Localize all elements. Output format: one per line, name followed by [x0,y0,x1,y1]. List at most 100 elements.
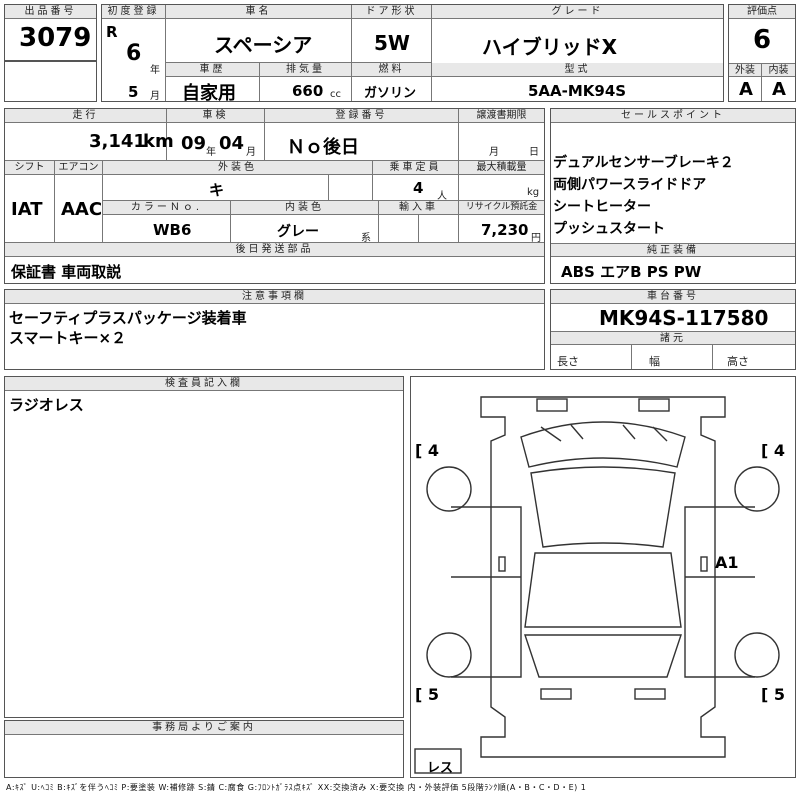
lot-box: 出品番号 3079 [4,4,97,61]
score: 6 [753,25,772,55]
door-cell [352,19,432,63]
import-header: 輸入車 [379,201,459,215]
lot-empty [4,61,97,102]
inspection-cell [167,123,265,161]
caution-line: セーフティプラスパッケージ装着車 [9,309,247,327]
aircon-header: エアコン [55,161,103,175]
wheel-front-left [426,466,472,512]
ext-grade-cell [729,77,762,101]
tire-rl: [ 5 [415,685,440,704]
door-type: 5W [374,31,410,55]
score-header: 評価点 [729,5,795,19]
genuine-header: 純正装備 [551,243,795,257]
car-name-header: 車名 [166,5,352,19]
chassis-no: MK94S-117580 [599,306,769,330]
mileage-header: 走行 [5,109,167,123]
fuel: ガソリン [364,86,417,101]
ext-color-header: 外装色 [103,161,373,175]
reg-era: R [106,23,118,41]
spec-width: 幅 [649,355,660,368]
front-bumper [536,398,568,412]
shift-header: シフト [5,161,55,175]
displacement-unit: cc [330,89,341,100]
ext-color-cell-2 [329,175,373,201]
damage-mark: A1 [715,553,739,572]
tire-fl: [ 4 [415,441,440,460]
aircon: AAC [61,199,103,220]
model-header: 型式 [432,63,723,77]
chassis-header: 車台番号 [551,290,795,304]
left-side [451,506,522,678]
right-side [684,506,755,678]
first-reg-cell [102,19,166,101]
max-load-cell [459,175,544,201]
color-no-cell [103,215,231,243]
car-diagram-box: [ 4 [ 4 [ 5 [ 5 A1 レス [410,376,796,778]
front-bumper [638,398,670,412]
car-diagram [414,396,780,774]
wheel-rear-left [426,632,472,678]
later-items-header: 後日発送部品 [5,243,544,257]
first-reg-header: 初度登録 [102,5,166,19]
top-grid: 初度登録 車名 ドア形状 グレード R 6 年 5 月 スペーシア 5W ハイブ… [101,4,724,104]
recycle: 7,230 [481,221,529,239]
ext-color-cell [103,175,329,201]
rear-bumper [634,688,666,700]
mileage-cell [5,123,167,161]
recycle-unit: 円 [531,233,541,244]
windshield [520,421,686,468]
reg-no-cell [265,123,459,161]
spec-length: 長さ [557,355,579,368]
hood-lines [540,424,668,442]
later-items: 保証書 車両取説 [11,263,122,281]
chassis-box: 車台番号 MK94S-117580 諸元 長さ 幅 高さ [550,289,796,370]
max-load-header: 最大積載量 [459,161,544,175]
mileage-unit: km [143,131,174,152]
mileage: 3,141 [89,131,146,152]
displacement-header: 排気量 [260,63,352,77]
score-box: 評価点 6 外装 内装 A A [728,4,796,102]
reg-year: 6 [126,41,142,66]
sales-item: 両側パワースライドドア [553,177,707,193]
max-load-unit: kg [527,187,540,198]
wheel-rear-right [734,632,780,678]
door-header: ドア形状 [352,5,432,19]
insp-month-unit: 月 [246,147,256,158]
capacity-cell [373,175,459,201]
sales-item: デュアルセンサーブレーキ２ [553,155,734,171]
capacity: 4 [413,179,424,197]
sales-header: セールスポイント [551,109,795,123]
history: 自家用 [182,83,236,104]
tire-rr: [ 5 [761,685,786,704]
car-name-cell [166,19,352,63]
grade-header: グレード [432,5,723,19]
reg-year-unit: 年 [150,65,160,76]
caution-header: 注意事項欄 [5,290,544,304]
shift-cell [5,175,55,243]
exterior-grade: A [739,79,753,100]
inspector-box: 検査員記入欄 ラジオレス [4,376,404,718]
caution-box: 注意事項欄 セーフティプラスパッケージ装着車 スマートキー×２ [4,289,545,370]
shift: IAT [11,199,43,220]
transfer-cell [459,123,544,161]
registration-no: Ｎｏ後日 [287,137,359,158]
car-outline [480,396,726,758]
spare-tire: レス [427,761,454,776]
tire-fr: [ 4 [761,441,786,460]
recycle-cell [459,215,544,243]
transfer-day: 日 [529,147,539,158]
aircon-cell [55,175,103,243]
specs-header: 諸元 [551,331,795,345]
color-no-header: カラーＮｏ. [103,201,231,215]
sales-item: シートヒーター [553,199,651,215]
wheel-front-right [734,466,780,512]
ext-color: キ [209,181,225,199]
ext-grade-header: 外装 [729,63,762,77]
fuel-header: 燃料 [352,63,432,77]
mirror [498,556,506,572]
interior-grade: A [772,79,786,100]
reg-month-unit: 月 [150,91,160,102]
import-cell-split [379,215,419,243]
inspector-note: ラジオレス [9,396,84,414]
int-color-cell [231,215,379,243]
